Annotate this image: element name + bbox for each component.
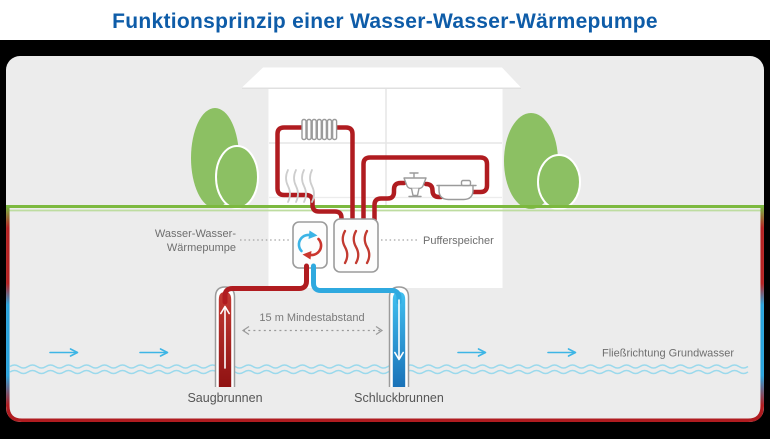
- heat-pump-box: [292, 221, 328, 269]
- sink-icon: [403, 172, 427, 198]
- water-wave-line-2: [9, 369, 749, 375]
- tree-small-icon: [215, 145, 259, 209]
- groundwater-flow-label: Fließrichtung Grundwasser: [602, 348, 734, 360]
- heat-pump-label-line1: Wasser-Wasser-: [155, 228, 236, 240]
- groundwater-flow-arrows: [49, 348, 577, 357]
- water-wave-line-1: [9, 364, 749, 369]
- groundwater-flow-arrow-icon: [547, 348, 577, 357]
- title-band: [0, 0, 770, 40]
- page-title: Funktionsprinzip einer Wasser-Wasser-Wär…: [112, 10, 658, 33]
- radiator-icon: [301, 118, 338, 141]
- radiator-return-pipe: [333, 125, 355, 225]
- well-down-arrow-icon: [394, 299, 404, 361]
- groundwater-flow-arrow-icon: [457, 348, 487, 357]
- trees-right: [504, 113, 581, 210]
- radiator-loop-pipe: [275, 125, 344, 225]
- injection-well-label: Schluckbrunnen: [354, 391, 444, 405]
- house-roof: [242, 67, 521, 88]
- bathtub-icon: [436, 179, 477, 201]
- underfloor-heating-icon: [285, 169, 315, 203]
- sink-to-tub-pipe: [423, 181, 444, 200]
- buffer-tank-label: Pufferspeicher: [423, 235, 494, 247]
- groundwater-flow-arrow-icon: [49, 348, 79, 357]
- bathroom-supply-pipe: [361, 155, 490, 225]
- heat-pump-cycle-icon: [297, 230, 323, 260]
- heating-circuits: [275, 125, 490, 225]
- suction-well-label: Saugbrunnen: [187, 391, 262, 405]
- buffer-tank-unit: [333, 218, 379, 273]
- suction-pipe: [222, 263, 309, 305]
- min-distance-label: 15 m Mindestabstand: [259, 312, 364, 324]
- well-up-arrow-icon: [220, 305, 230, 369]
- buffer-heat-waves-icon: [341, 229, 371, 265]
- underground-border: [6, 206, 764, 423]
- tree-small-icon: [537, 154, 581, 210]
- groundwater-flow-arrow-icon: [139, 348, 169, 357]
- distance-arrow-icon: [241, 326, 384, 335]
- trees-left: [191, 108, 259, 209]
- heat-pump-unit: [292, 221, 328, 269]
- house: [242, 67, 521, 288]
- bathroom-return-pipe: [372, 180, 407, 225]
- heat-pump-label-line2: Wärmepumpe: [167, 242, 236, 254]
- injection-pipe: [311, 263, 402, 305]
